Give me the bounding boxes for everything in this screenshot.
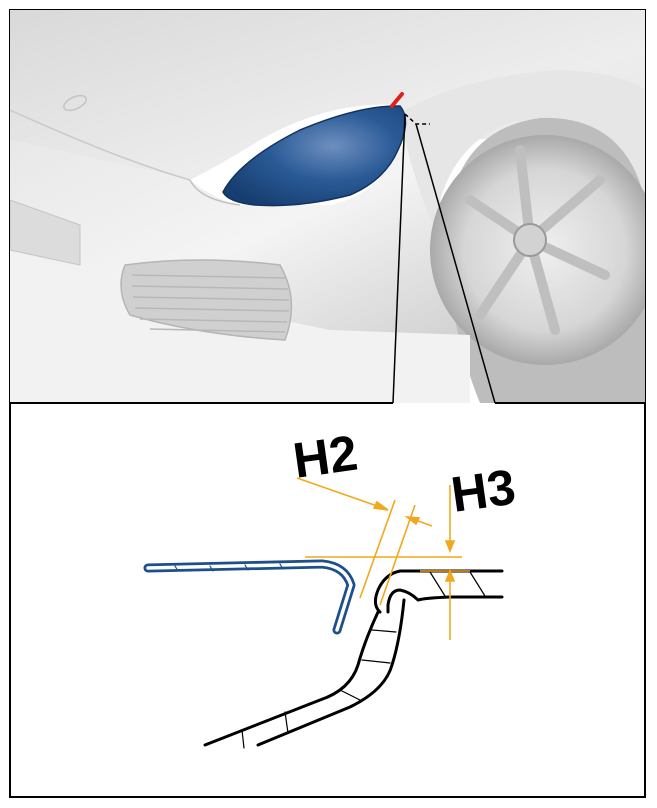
hood <box>10 10 645 200</box>
dimension-label-h3: H3 <box>448 459 519 523</box>
section-detail: H2 H3 <box>143 425 519 749</box>
fender <box>405 70 645 240</box>
wheel-hub <box>513 223 547 257</box>
dimension-label-h2: H2 <box>290 425 361 489</box>
plate-recess <box>10 199 81 266</box>
intake-slats <box>131 274 290 333</box>
headlamp <box>222 105 407 207</box>
measurement-marker <box>390 92 404 108</box>
callout-line-right <box>415 123 496 404</box>
dimension-lines <box>296 477 470 640</box>
car-render <box>10 10 645 403</box>
lamp-section <box>143 559 356 635</box>
body-section <box>203 569 504 749</box>
washer-nozzle <box>63 94 87 112</box>
callout-line-left <box>392 113 406 404</box>
